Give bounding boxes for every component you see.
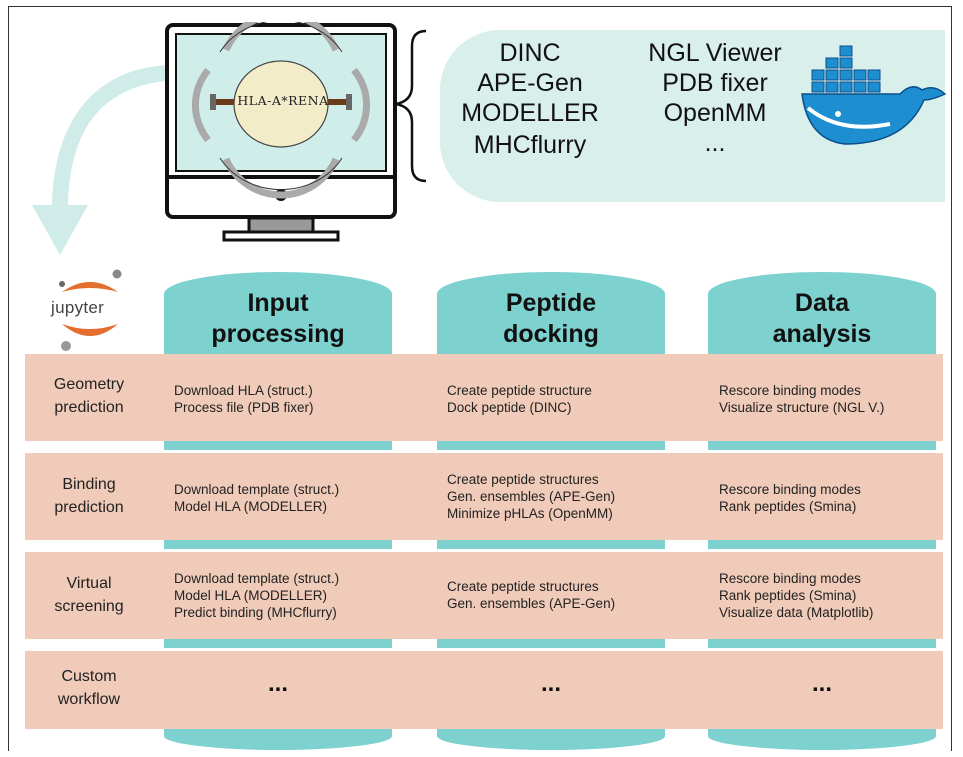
ellipsis-input: ... [267, 670, 288, 697]
row-label: Binding prediction [25, 473, 153, 519]
row-label-line2: screening [54, 598, 124, 615]
cell-line: Predict binding (MHCflurry) [174, 605, 337, 620]
cell-docking: Create peptide structures Gen. ensembles… [447, 471, 615, 522]
curly-bracket [395, 29, 427, 183]
row-label-line1: Custom [61, 668, 117, 685]
column-band [437, 441, 665, 450]
row-label-line1: Geometry [53, 376, 125, 393]
column-band [164, 639, 392, 648]
docker-icon [801, 45, 947, 145]
column-band [164, 540, 392, 549]
tool-mhcflurry: MHCflurry [473, 131, 587, 159]
tool-more: ... [704, 129, 726, 157]
hla-arena-logo [191, 22, 371, 199]
cell-line: Gen. ensembles (APE-Gen) [447, 596, 616, 611]
cell-line: Rank peptides (Smina) [719, 588, 857, 603]
column-band [708, 540, 936, 549]
cell-line: Minimize pHLAs (OpenMM) [447, 506, 613, 521]
row-label-line1: Virtual [66, 575, 112, 592]
figure-frame [8, 6, 952, 751]
cell-line: Download template (struct.) [174, 482, 340, 497]
cell-docking: Create peptide structure Dock peptide (D… [447, 382, 592, 416]
cell-line: Download template (struct.) [174, 571, 340, 586]
cell-input: Download template (struct.) Model HLA (M… [174, 570, 339, 621]
row-binding-prediction [25, 453, 943, 540]
ellipsis-docking: ... [540, 670, 561, 697]
column-title-line2: docking [503, 320, 599, 348]
row-label-line2: prediction [54, 499, 124, 516]
tool-dinc: DINC [499, 39, 561, 67]
tool-ngl-viewer: NGL Viewer [648, 39, 782, 67]
cell-line: Model HLA (MODELLER) [174, 588, 328, 603]
column-title-line2: processing [211, 320, 345, 348]
column-band [708, 639, 936, 648]
row-label-line2: workflow [57, 691, 121, 708]
row-virtual-screening [25, 552, 943, 639]
column-header-docking: Peptide docking [437, 272, 665, 365]
column-header-input: Input processing [164, 272, 392, 365]
jupyter-label: jupyter [51, 298, 105, 317]
column-header-analysis: Data analysis [708, 272, 936, 365]
hla-arena-text: HLA-A*RENA [237, 93, 329, 108]
jupyter-icon [59, 269, 122, 351]
cell-line: Rescore binding modes [719, 383, 861, 398]
cell-line: Create peptide structures [447, 579, 599, 594]
column-footer [708, 728, 936, 750]
row-custom-workflow [25, 651, 943, 729]
column-band [708, 441, 936, 450]
column-band [164, 441, 392, 450]
ellipsis-analysis: ... [811, 670, 832, 697]
column-title-line1: Input [247, 289, 309, 317]
cell-line: Download HLA (struct.) [174, 383, 313, 398]
row-label-line2: prediction [54, 399, 124, 416]
cell-line: Create peptide structures [447, 472, 599, 487]
tool-ape-gen: APE-Gen [477, 69, 583, 97]
row-label-line1: Binding [62, 476, 116, 493]
cell-line: Process file (PDB fixer) [174, 400, 314, 415]
monitor-icon [165, 22, 397, 242]
column-footer [164, 728, 392, 750]
column-band [437, 639, 665, 648]
tool-openmm: OpenMM [663, 99, 767, 127]
column-title-line1: Data [794, 289, 850, 317]
cell-line: Dock peptide (DINC) [447, 400, 572, 415]
cell-input: Download template (struct.) Model HLA (M… [174, 481, 339, 515]
column-footer [437, 728, 665, 750]
column-title-line2: analysis [772, 320, 872, 348]
cell-line: Visualize data (Matplotlib) [719, 605, 874, 620]
cell-line: Visualize structure (NGL V.) [719, 400, 885, 415]
row-label: Geometry prediction [25, 373, 153, 419]
cell-line: Create peptide structure [447, 383, 592, 398]
tool-modeller: MODELLER [461, 99, 599, 127]
cell-analysis: Rescore binding modes Rank peptides (Smi… [719, 481, 861, 515]
column-title-line1: Peptide [505, 289, 597, 317]
row-label: Custom workflow [25, 665, 153, 711]
cell-analysis: Rescore binding modes Rank peptides (Smi… [719, 570, 873, 621]
curved-arrow [32, 65, 175, 255]
row-label: Virtual screening [25, 572, 153, 618]
cell-analysis: Rescore binding modes Visualize structur… [719, 382, 884, 416]
cell-line: Gen. ensembles (APE-Gen) [447, 489, 616, 504]
cell-line: Rank peptides (Smina) [719, 499, 857, 514]
cell-line: Rescore binding modes [719, 571, 861, 586]
column-band [437, 540, 665, 549]
cell-line: Rescore binding modes [719, 482, 861, 497]
cell-docking: Create peptide structures Gen. ensembles… [447, 578, 615, 612]
cell-line: Model HLA (MODELLER) [174, 499, 328, 514]
row-geometry-prediction [25, 354, 943, 441]
tool-pdb-fixer: PDB fixer [662, 69, 768, 97]
cell-input: Download HLA (struct.) Process file (PDB… [174, 382, 314, 416]
